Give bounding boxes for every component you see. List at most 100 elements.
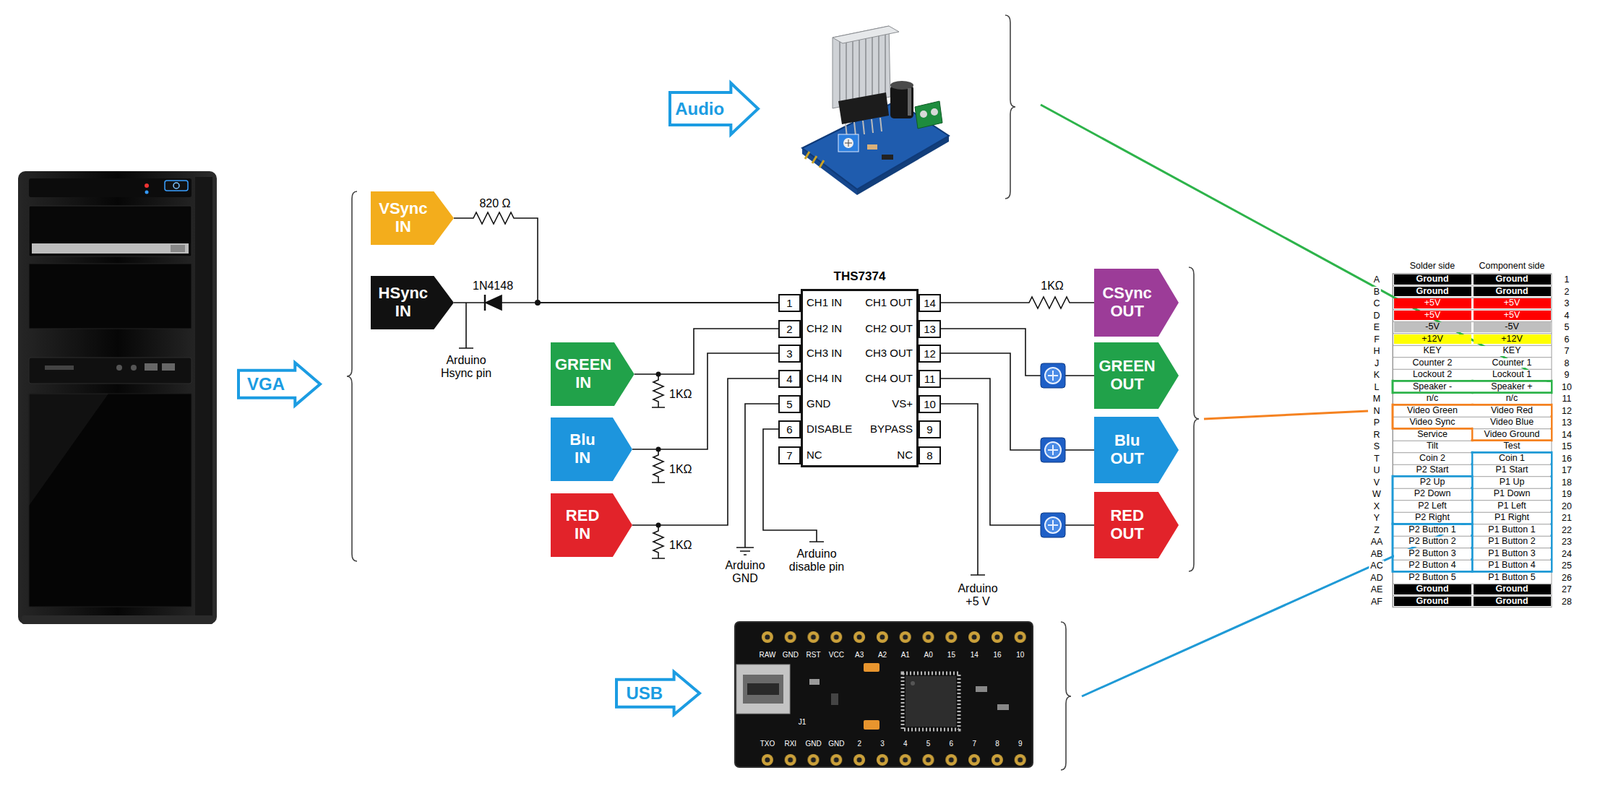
resistor-symbol	[651, 449, 665, 483]
pin-box: 8	[918, 446, 941, 465]
row-letter: J	[1373, 357, 1381, 368]
row-letter: AC	[1368, 560, 1384, 571]
pin-name: CH3 OUT	[865, 346, 913, 360]
table-cell: P1 Button 5	[1473, 573, 1551, 584]
signal-tag: GREEN OUT	[1094, 342, 1179, 410]
pin-name: CH4 IN	[806, 372, 842, 385]
table-cell: Ground	[1394, 584, 1472, 595]
signal-wire	[632, 378, 779, 526]
pin-number: 23	[1560, 536, 1574, 548]
signal-tag: VSync IN	[370, 191, 454, 245]
chip-name: THS7374	[833, 269, 886, 285]
table-cell: P2 Down	[1394, 489, 1472, 500]
arduino-pro-micro	[831, 693, 839, 706]
signal-name: Blu OUT	[1110, 432, 1144, 468]
pin-number: 21	[1560, 513, 1574, 524]
pin-box: 4	[778, 370, 801, 389]
pc-tower	[161, 363, 175, 371]
pc-tower	[44, 365, 74, 371]
tag-shape	[1094, 268, 1179, 337]
pin-number: 5	[1563, 322, 1572, 333]
pc-tower	[144, 183, 149, 188]
table-cell: P1 Down	[1473, 489, 1551, 500]
row-letter: W	[1370, 489, 1383, 500]
pin-box: 5	[778, 395, 801, 414]
signal-tag-outline	[370, 276, 454, 330]
table-cell: Video Ground	[1473, 429, 1551, 441]
junction-dot	[656, 372, 662, 378]
signal-tag: CSync OUT	[1094, 268, 1179, 337]
table-cell: Ground	[1473, 274, 1551, 285]
tag-shape	[370, 276, 454, 330]
signal-name: USB	[625, 683, 663, 704]
table-cell: Speaker +	[1473, 382, 1551, 393]
signal-tag-outline	[370, 191, 454, 245]
board-pin-label: GND	[782, 651, 799, 660]
row-letter: K	[1372, 370, 1382, 381]
pin-number: 1	[786, 297, 793, 310]
resistor-symbol	[651, 374, 665, 408]
audio-amplifier-module	[838, 134, 859, 152]
table-cell: Test	[1473, 441, 1551, 452]
pc-tower	[144, 363, 158, 371]
table-cell: n/c	[1473, 393, 1551, 404]
audio-amplifier-module	[802, 26, 949, 196]
board-pin-label: 8	[995, 740, 1000, 749]
diode-symbol	[479, 293, 506, 313]
row-letter: F	[1372, 333, 1382, 344]
pc-tower	[28, 393, 192, 608]
table-grid	[1392, 273, 1552, 608]
row-letter: Z	[1372, 524, 1382, 535]
table-cell: Ground	[1473, 286, 1551, 298]
pin-name: CH2 IN	[806, 322, 842, 335]
arduino-pro-micro	[863, 720, 880, 730]
junction-dot	[656, 447, 662, 453]
pin-number: 12	[923, 347, 936, 360]
board-pin-label: 14	[970, 651, 979, 660]
table-cell: KEY	[1473, 346, 1551, 357]
board-pin-label: RXI	[784, 740, 797, 749]
pc-tower	[195, 177, 213, 620]
table-cell: P2 Button 3	[1394, 549, 1472, 560]
signal-tag-outline	[550, 417, 633, 482]
arduino-pro-micro	[755, 753, 1032, 767]
row-letter: X	[1372, 500, 1382, 511]
pin-number: 6	[1563, 333, 1572, 344]
signal-tag: RED OUT	[1094, 492, 1179, 559]
pin-name: NC	[806, 448, 823, 462]
pin-number: 28	[1560, 596, 1574, 607]
trimmer-potentiometer	[1047, 370, 1058, 381]
row-letter: D	[1371, 310, 1382, 321]
signal-name: Blu IN	[569, 431, 595, 467]
pin-name: CH3 IN	[806, 346, 842, 360]
arrow-shape	[616, 672, 700, 715]
table-cell: -5V	[1473, 322, 1551, 333]
arduino-pro-micro	[736, 664, 790, 715]
audio-amplifier-module	[843, 138, 854, 149]
text-holder: GREEN IN	[550, 342, 616, 407]
pc-tower	[170, 244, 186, 253]
pin-name: BYPASS	[870, 422, 913, 436]
pin-box: 11	[918, 370, 941, 389]
table-cell: Video Blue	[1473, 417, 1551, 428]
table-cell: Video Green	[1394, 406, 1472, 417]
pin-number: 26	[1560, 572, 1574, 583]
board-pin-label: VCC	[828, 651, 845, 660]
resistor-symbol	[1027, 297, 1077, 309]
pin-number: 16	[1560, 453, 1574, 464]
part-number: 1N4148	[472, 279, 514, 293]
signal-wire	[940, 378, 1095, 526]
pin-number: 15	[1560, 441, 1574, 452]
pin-box: 12	[918, 344, 941, 363]
pin-number: 14	[1560, 429, 1574, 440]
wire	[458, 302, 474, 349]
audio-amplifier-module	[919, 110, 928, 118]
table-cell: P1 Left	[1473, 501, 1551, 512]
table-cell: P2 Right	[1394, 513, 1472, 524]
text-holder: Blu OUT	[1094, 416, 1160, 484]
board-pin-label: 16	[992, 651, 1001, 660]
table-cell: +5V	[1473, 298, 1551, 309]
text-holder: Blu IN	[550, 417, 615, 482]
pc-tower	[18, 171, 217, 625]
table-cell: P2 Button 2	[1394, 536, 1472, 548]
